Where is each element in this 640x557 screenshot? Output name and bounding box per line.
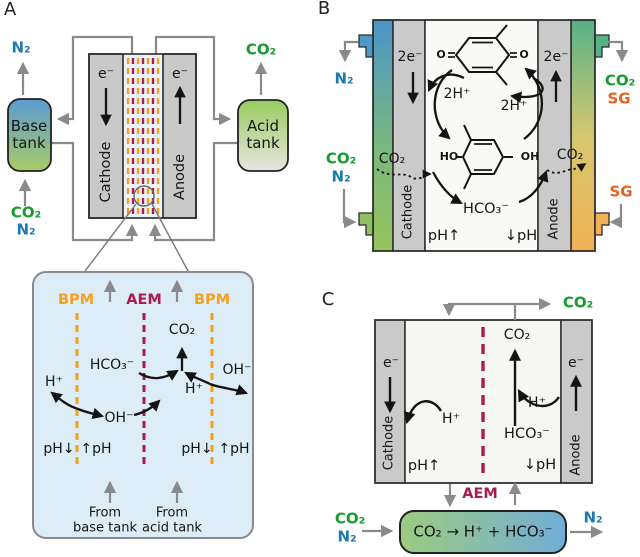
panel-a-cell: [84, 53, 197, 272]
cathode-bar: [88, 53, 124, 219]
hco3-label: HCO₃⁻: [504, 425, 550, 442]
co2-in-label: CO₂: [334, 509, 366, 528]
panel-b-cell: [358, 19, 610, 252]
reaction-equation: CO₂ → H⁺ + HCO₃⁻: [413, 522, 553, 541]
panel-c-label: C: [321, 288, 335, 310]
ph-up-left-label: ↑pH: [80, 441, 112, 458]
n2-in-label: N₂: [331, 167, 351, 186]
inset-co2-label: CO₂: [168, 322, 196, 339]
ph-down-label: ↓pH: [504, 227, 538, 244]
panel-a-inset: [32, 271, 254, 539]
anode-label: Anode: [171, 153, 188, 201]
zoom-line-left: [84, 203, 137, 272]
sweep-gas-channel: [570, 19, 596, 252]
base-tank-shape: [7, 98, 52, 172]
port-bottom-right: [594, 212, 610, 236]
ph-down-right-label: pH↓: [181, 441, 213, 458]
inset-hco3-label: HCO₃⁻: [89, 357, 135, 374]
proton-label-left: 2H⁺: [443, 86, 471, 103]
cathode-bar: [392, 19, 426, 252]
co2-crossing-anode-label: CO₂: [556, 147, 584, 164]
co2-feed-label: CO₂: [10, 203, 42, 222]
co2-outlet-label: CO₂: [245, 40, 277, 59]
port-bottom-left: [358, 212, 374, 236]
acid-tank-label: Acid tank: [246, 117, 280, 152]
inset-box: [32, 271, 254, 539]
proton-label-right: 2H⁺: [500, 98, 528, 115]
ph-down-left-label: pH↓: [43, 441, 75, 458]
panel-b-label: B: [317, 0, 331, 19]
panel-b-pipes: [338, 40, 629, 229]
panel-b-arrows: [407, 67, 562, 205]
ph-up-label: pH↑: [427, 227, 461, 244]
inset-ion-arrows: [50, 346, 249, 419]
from-base-tank-label: From base tank: [73, 505, 137, 535]
feed-gas-channel: [372, 19, 394, 252]
electron-label-left: 2e⁻: [397, 49, 423, 66]
n2-in-label: N₂: [337, 527, 357, 546]
proton-label-right: H⁺: [528, 395, 546, 412]
n2-feed-label: N₂: [16, 220, 36, 239]
reaction-box: [399, 510, 567, 554]
anode-label: Anode: [546, 198, 562, 240]
hydroquinone-oh: OH: [520, 149, 540, 163]
panel-a-pipes: [16, 35, 268, 242]
bpm-label-right: BPM: [193, 291, 231, 308]
n2-out-label: N₂: [583, 508, 603, 527]
panel-a-label: A: [3, 0, 17, 20]
co2-out-label: CO₂: [604, 71, 636, 90]
port-top-left: [358, 34, 374, 58]
co2-inner-label: CO₂: [503, 327, 531, 344]
panel-c-pipes: [362, 297, 604, 539]
hco3-label: HCO₃⁻: [463, 200, 509, 217]
panel-b-co2-dotted-arrows: [376, 163, 587, 180]
electron-label-left: e⁻: [97, 66, 115, 83]
quinone-o-right: O: [519, 47, 529, 61]
proton-label-left: H⁺: [442, 411, 460, 428]
ph-up-right-label: ↑pH: [218, 441, 250, 458]
co2-in-label: CO₂: [325, 149, 357, 168]
cathode-label: Cathode: [381, 415, 397, 471]
base-tank-label: Base tank: [10, 117, 48, 152]
aem-label: AEM: [462, 485, 498, 502]
electron-label-right: 2e⁻: [543, 49, 569, 66]
electron-label-right: e⁻: [567, 355, 585, 372]
bpm-label-left: BPM: [57, 291, 95, 308]
co2-crossing-cathode-label: CO₂: [378, 151, 406, 168]
aem-label: AEM: [126, 291, 162, 308]
n2-outlet-label: N₂: [11, 38, 31, 57]
ph-up-label: pH↑: [407, 457, 441, 474]
sg-out-label: SG: [607, 89, 631, 108]
quinone-o-left: O: [436, 47, 446, 61]
electron-label-right: e⁻: [171, 66, 189, 83]
zoom-circle: [133, 185, 155, 207]
inset-membranes: [75, 313, 214, 467]
inset-h-mid-label: H⁺: [185, 381, 203, 398]
from-acid-tank-label: From acid tank: [142, 505, 202, 535]
acid-tank-shape: [237, 99, 289, 172]
sg-in-label: SG: [609, 182, 633, 201]
cathode-label: Cathode: [97, 141, 114, 203]
zoom-line-right: [151, 203, 189, 272]
cathode-label: Cathode: [400, 184, 416, 240]
inset-h-left-label: H⁺: [45, 374, 63, 391]
panel-c-arrows: [384, 348, 582, 426]
n2-out-label: N₂: [334, 69, 354, 88]
ph-down-label: ↓pH: [523, 456, 557, 473]
electron-label-left: e⁻: [382, 355, 400, 372]
hydroquinone-molecule: [457, 124, 513, 190]
inset-oh-mid-label: OH⁻: [104, 410, 134, 427]
co2-out-label: CO₂: [562, 293, 594, 312]
anode-label: Anode: [568, 434, 584, 476]
hydroquinone-ho: HO: [439, 149, 459, 163]
port-top-right: [594, 34, 610, 58]
quinone-molecule: [448, 24, 517, 86]
inset-oh-right-label: OH⁻: [222, 362, 252, 379]
